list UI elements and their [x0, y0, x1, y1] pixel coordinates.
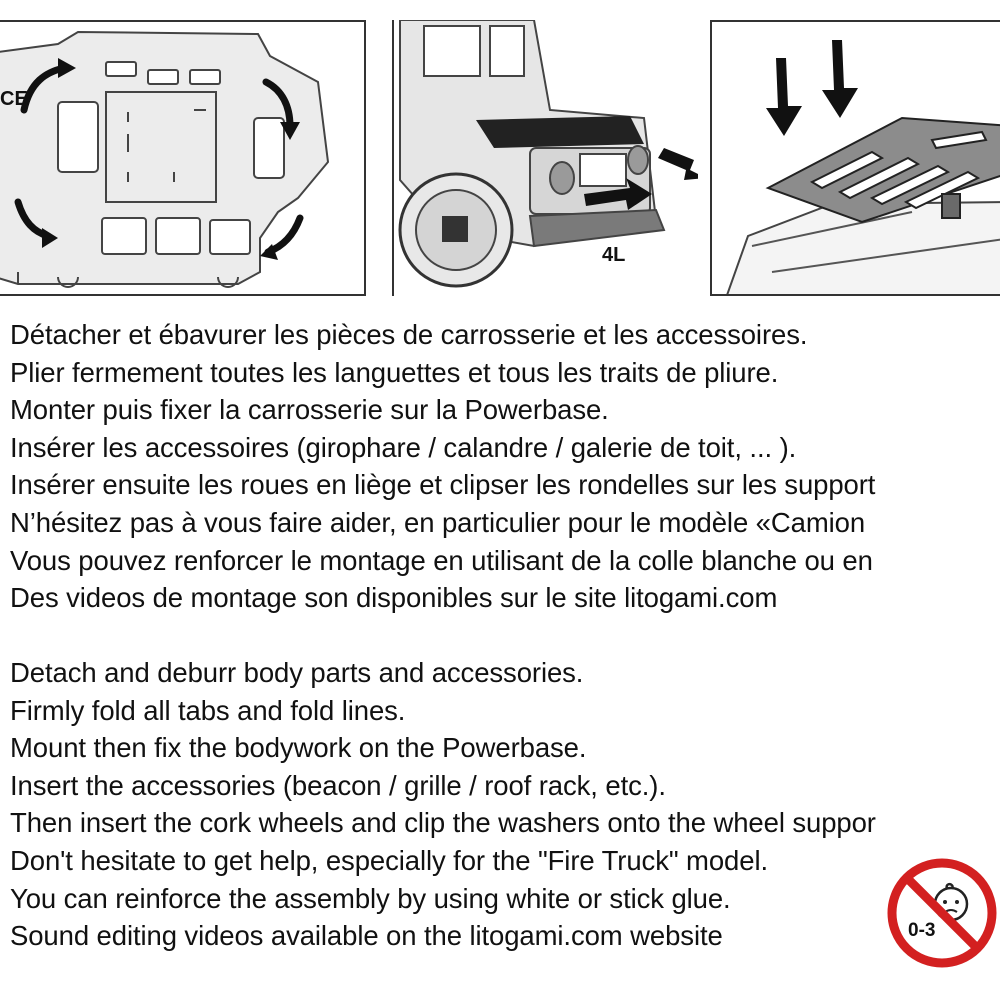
instruction-line: Detach and deburr body parts and accesso…	[10, 657, 584, 688]
instruction-line: Insert the accessories (beacon / grille …	[10, 769, 666, 801]
instruction-line: You can reinforce the assembly by using …	[10, 882, 731, 914]
instruction-line: Insérer ensuite les roues en liège et cl…	[10, 469, 876, 501]
instruction-line: Sound editing videos available on the li…	[10, 920, 723, 952]
illustration-unfold-body: CE	[0, 20, 366, 296]
instruction-line: Then insert the cork wheels and clip the…	[10, 807, 876, 839]
flat-body-template-illustration	[0, 30, 330, 288]
panel-label-model-suffix: CE	[0, 88, 28, 110]
instruction-line: Détacher et ébavurer les pièces de carro…	[10, 319, 808, 350]
illustration-insert-grille: 4L	[392, 20, 698, 296]
vehicle-front-grille-illustration	[398, 20, 698, 288]
instruction-line: Monter puis fixer la carrosserie sur la …	[10, 394, 609, 426]
instruction-line: Plier fermement toutes les languettes et…	[10, 356, 779, 388]
no-children-under-3-icon	[887, 858, 997, 968]
panel-label-model-name: 4L	[602, 244, 626, 266]
instruction-line: Firmly fold all tabs and fold lines.	[10, 694, 406, 726]
instruction-line: N’hésitez pas à vous faire aider, en par…	[10, 506, 866, 538]
instruction-line: Vous pouvez renforcer le montage en util…	[10, 544, 873, 576]
instruction-line: Insérer les accessoires (girophare / cal…	[10, 431, 797, 463]
instruction-line: Don't hesitate to get help, especially f…	[10, 844, 768, 876]
age-warning-label: 0-3	[908, 920, 936, 941]
instructions-english: Detach and deburr body parts and accesso…	[10, 654, 1000, 955]
instruction-line: Mount then fix the bodywork on the Power…	[10, 732, 587, 764]
roof-rack-illustration	[726, 40, 1000, 294]
instructions-french: Détacher et ébavurer les pièces de carro…	[10, 316, 1000, 617]
illustration-roof-rack	[710, 20, 1000, 296]
instruction-line: Des videos de montage son disponibles su…	[10, 582, 778, 614]
